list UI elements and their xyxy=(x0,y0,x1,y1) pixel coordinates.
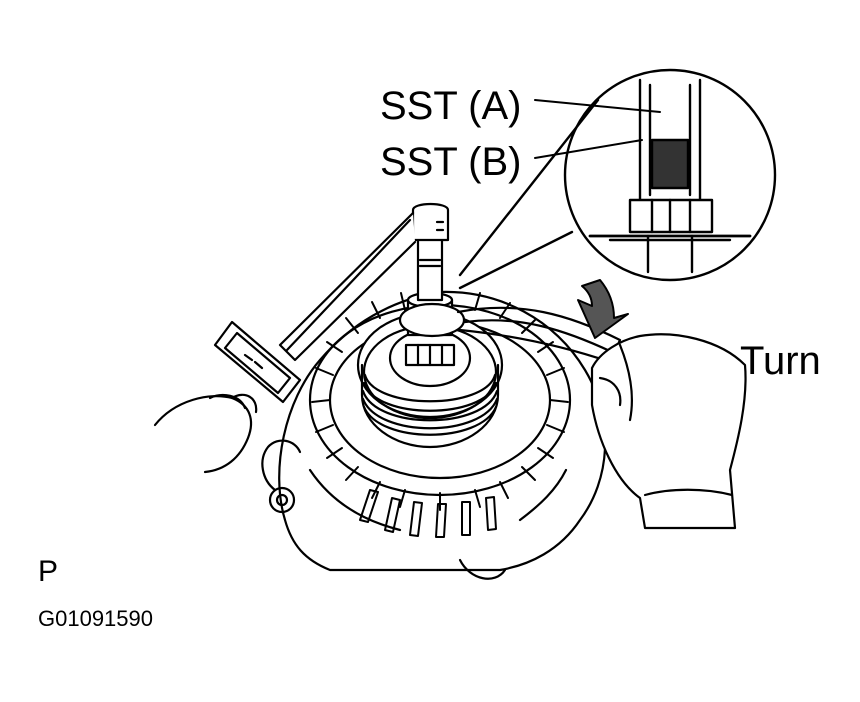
marker-label: P xyxy=(38,555,59,588)
sst-a-label: SST (A) xyxy=(380,84,522,128)
magnified-detail-circle xyxy=(458,68,777,290)
sst-b-leader xyxy=(534,139,643,159)
hand-drawing-left xyxy=(153,393,258,474)
torque-wrench-drawing xyxy=(213,211,417,404)
box-wrench-drawing xyxy=(398,302,622,364)
figure-code: G01091590 xyxy=(38,606,153,631)
label-leader-lines xyxy=(534,99,661,159)
turn-label: Turn xyxy=(740,339,821,383)
sst-a-leader xyxy=(534,99,661,113)
sst-b-label: SST (B) xyxy=(380,140,522,184)
hand-drawing-right xyxy=(590,333,747,530)
rotation-arrow-icon xyxy=(577,279,629,339)
